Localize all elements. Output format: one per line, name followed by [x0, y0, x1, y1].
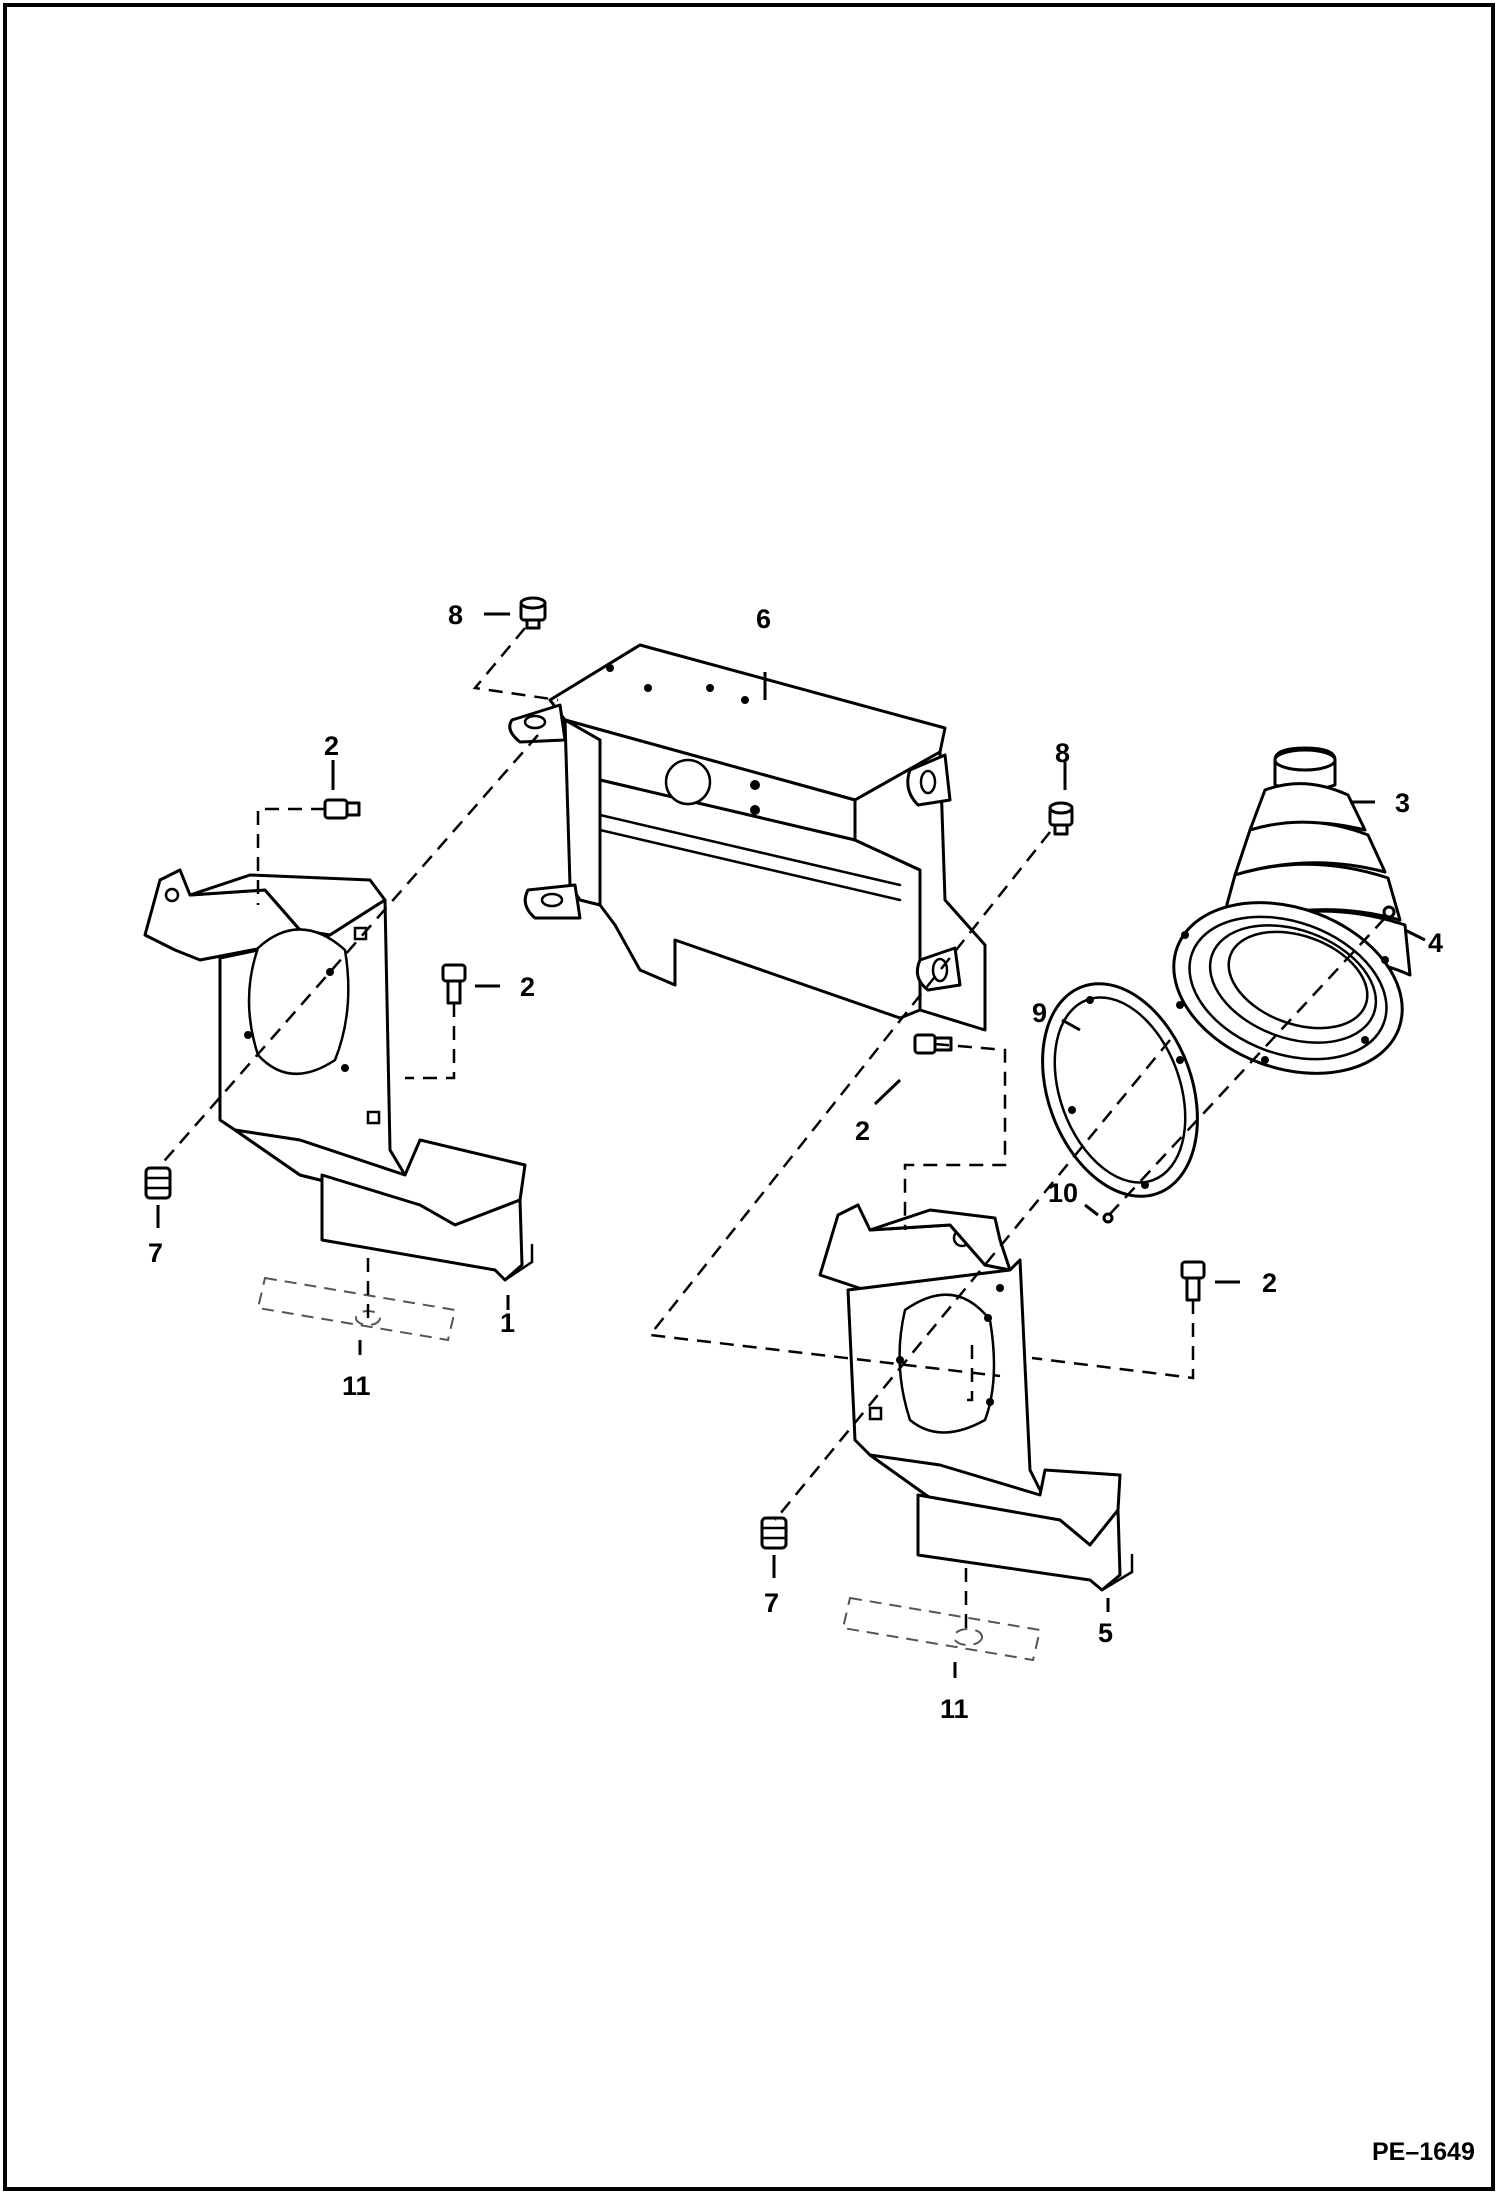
part-2-bolt-d — [1180, 1260, 1206, 1302]
leader-lines — [156, 612, 1426, 1678]
callout-1: 1 — [500, 1308, 515, 1338]
part-2-bolt-a — [323, 798, 361, 820]
callout-9: 9 — [1032, 998, 1047, 1028]
page-border — [3, 3, 1495, 2191]
part-9-gasket — [1041, 982, 1199, 1198]
part-10-screw — [1102, 1212, 1114, 1224]
figure-reference: PE–1649 — [1372, 2138, 1475, 2166]
part-11-decal-right — [841, 1596, 1042, 1662]
part-6-center-bracket — [508, 643, 987, 1032]
callout-7-left: 7 — [148, 1238, 163, 1268]
assembly-lines — [157, 627, 1386, 1637]
callout-labels: 1 2 2 2 2 3 4 5 6 7 7 8 8 9 10 11 11 — [148, 600, 1443, 1724]
callout-10: 10 — [1048, 1178, 1078, 1208]
callout-8-right: 8 — [1055, 738, 1070, 768]
part-4-screw — [1382, 905, 1396, 919]
part-11-decal-left — [256, 1276, 457, 1342]
callout-2-a: 2 — [324, 731, 339, 761]
callout-8-top: 8 — [448, 600, 463, 630]
callout-7-right: 7 — [764, 1588, 779, 1618]
callout-3: 3 — [1395, 788, 1410, 818]
callout-11-right: 11 — [940, 1694, 969, 1724]
part-2-bolt-b — [441, 963, 467, 1005]
callout-5: 5 — [1098, 1618, 1113, 1648]
callout-2-d: 2 — [1262, 1268, 1277, 1298]
callout-2-c: 2 — [855, 1116, 870, 1146]
callout-6: 6 — [756, 604, 771, 634]
part-3-boot — [1172, 746, 1412, 1075]
part-5-right-bracket — [818, 1203, 1134, 1592]
part-1-left-bracket — [143, 868, 534, 1282]
part-8-bolt-right — [1048, 801, 1074, 836]
part-7-nut-right — [760, 1516, 788, 1550]
callout-2-b: 2 — [520, 972, 535, 1002]
part-7-nut-left — [144, 1166, 172, 1200]
callout-11-left: 11 — [342, 1371, 371, 1401]
callout-4: 4 — [1428, 928, 1443, 958]
part-8-bolt-top — [519, 596, 547, 630]
